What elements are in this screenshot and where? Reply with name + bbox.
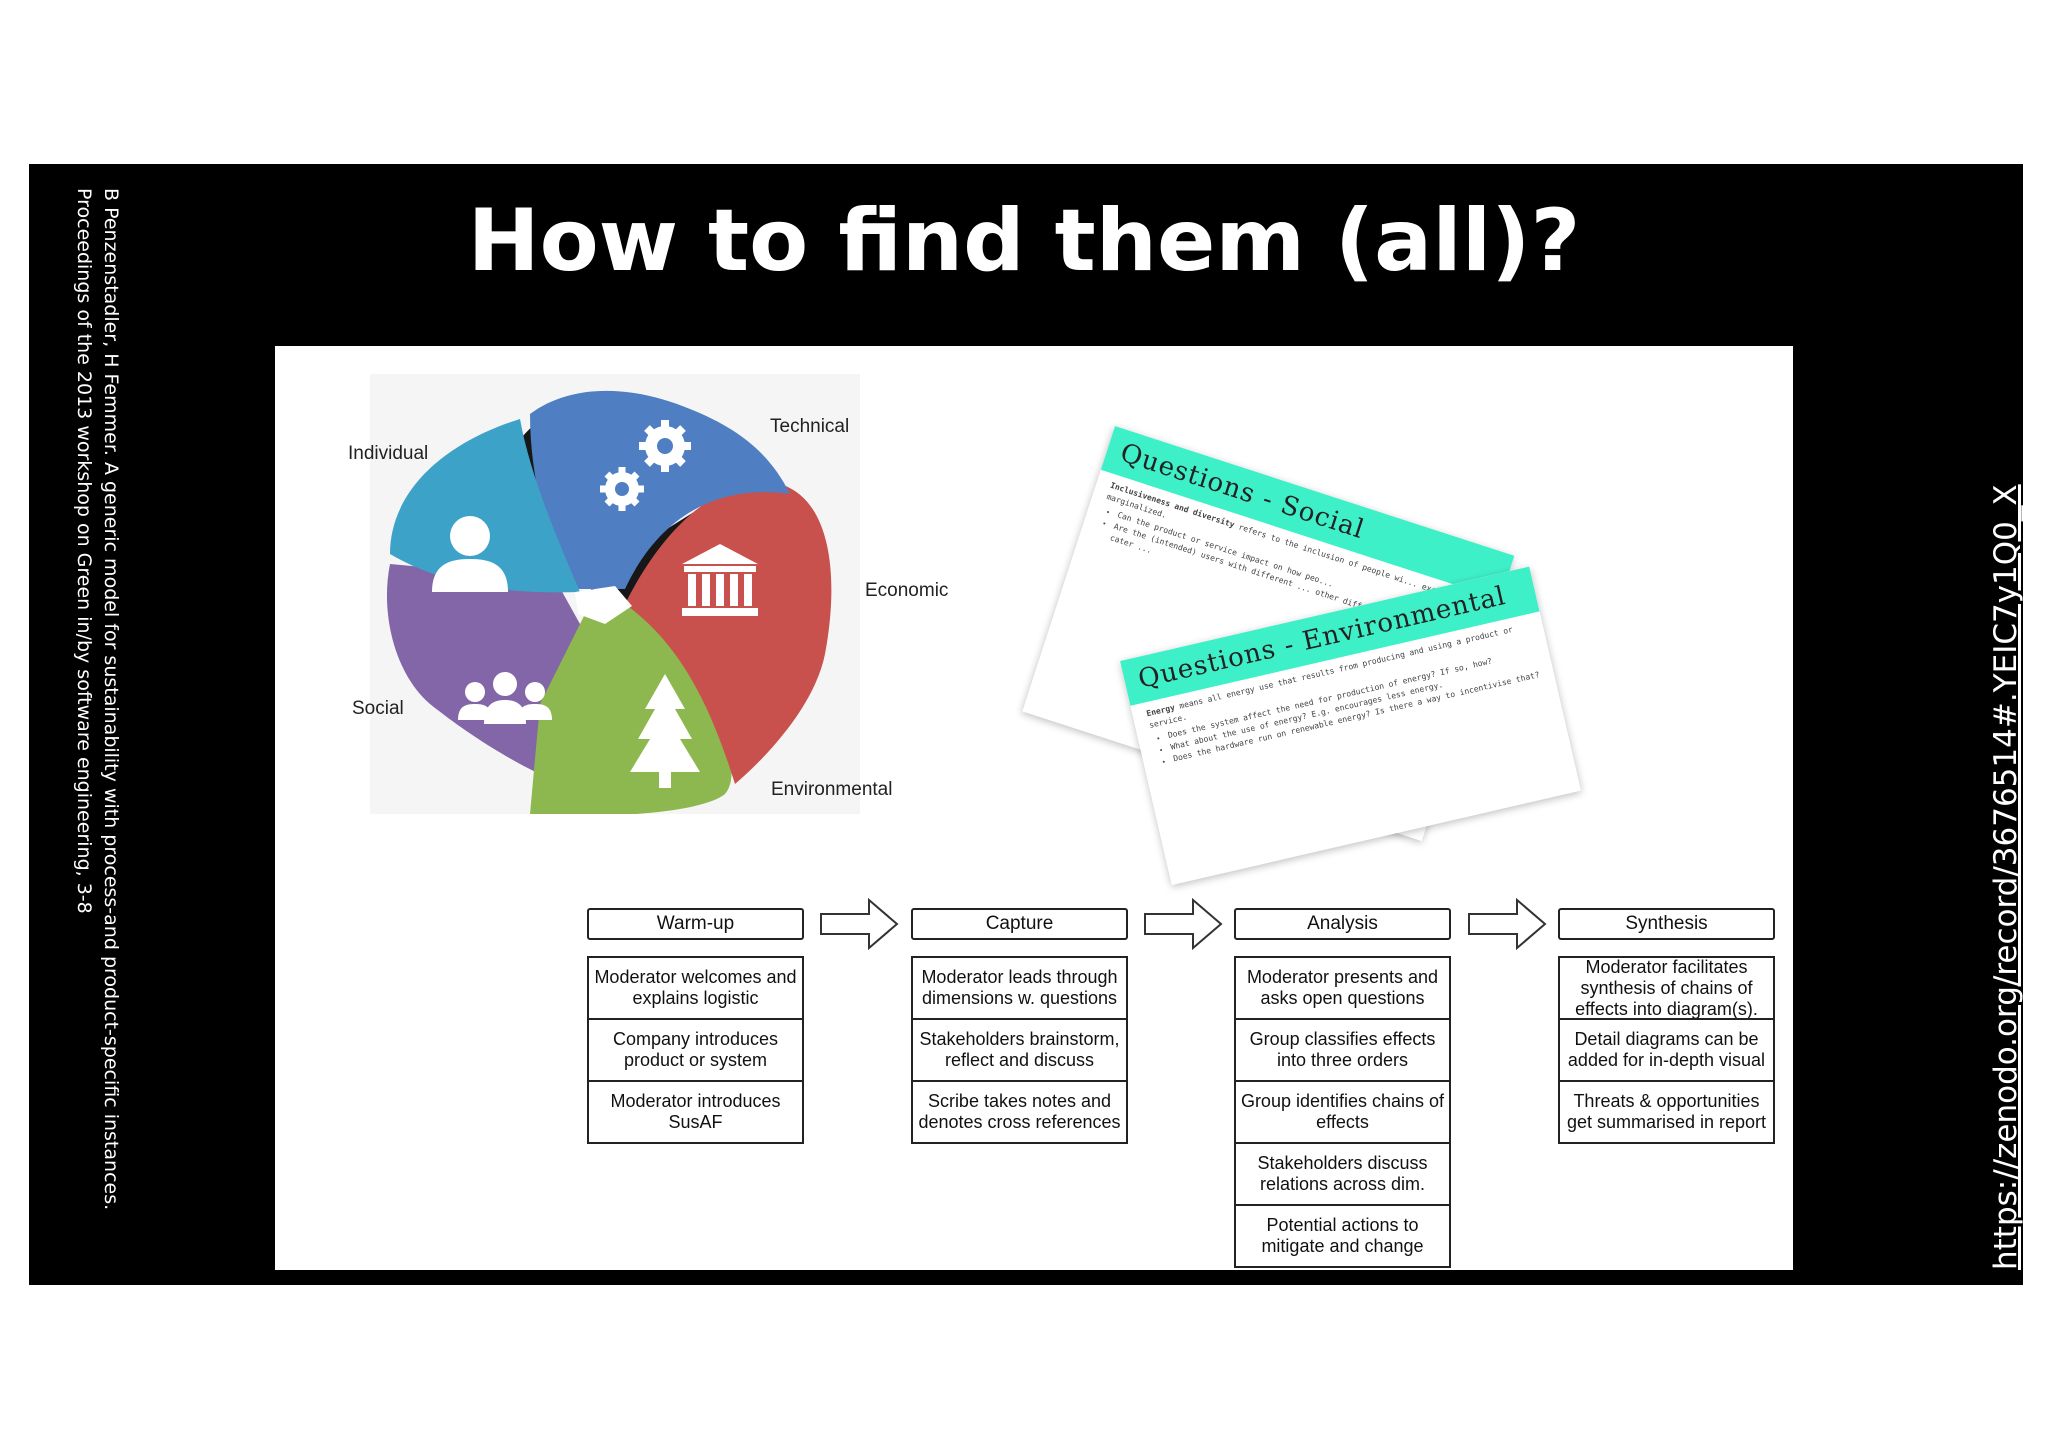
- slide-title: How to find them (all)?: [467, 191, 1581, 291]
- analysis-step: Group classifies effects into three orde…: [1234, 1018, 1451, 1082]
- warmup-step: Company introduces product or system: [587, 1018, 804, 1082]
- stage-synthesis: Synthesis: [1558, 908, 1775, 940]
- content-panel: Individual Technical Economic Social Env…: [275, 346, 1793, 1270]
- citation-line-2: Proceedings of the 2013 workshop on Gree…: [73, 188, 95, 914]
- synthesis-step: Moderator facilitates synthesis of chain…: [1558, 956, 1775, 1020]
- stage-warmup: Warm-up: [587, 908, 804, 940]
- bank-icon: [682, 544, 758, 616]
- source-link[interactable]: https://zenodo.org/record/3676514#.YEIC7…: [1988, 484, 2024, 1270]
- label-economic: Economic: [865, 580, 949, 601]
- arrow-right-icon: [1144, 898, 1223, 950]
- synthesis-step: Threats & opportunities get summarised i…: [1558, 1080, 1775, 1144]
- analysis-step: Group identifies chains of effects: [1234, 1080, 1451, 1144]
- arrow-right-icon: [1468, 898, 1547, 950]
- warmup-step: Moderator welcomes and explains logistic: [587, 956, 804, 1020]
- arrow-right-icon: [820, 898, 899, 950]
- citation: B Penzenstadler, H Femmer. A generic mod…: [60, 188, 124, 1211]
- stage-capture: Capture: [911, 908, 1128, 940]
- group-icon: [458, 672, 552, 724]
- citation-line-1: B Penzenstadler, H Femmer. A generic mod…: [100, 188, 122, 1211]
- synthesis-step: Detail diagrams can be added for in-dept…: [1558, 1018, 1775, 1082]
- analysis-step: Moderator presents and asks open questio…: [1234, 956, 1451, 1020]
- sustainability-wheel: [386, 390, 832, 814]
- gears-icon: [600, 420, 691, 511]
- individual-segment: [390, 419, 580, 593]
- label-social: Social: [352, 698, 404, 719]
- tree-icon: [630, 674, 700, 788]
- person-icon: [432, 516, 508, 592]
- capture-step: Scribe takes notes and denotes cross ref…: [911, 1080, 1128, 1144]
- label-technical: Technical: [770, 416, 850, 437]
- label-individual: Individual: [348, 443, 429, 464]
- label-environmental: Environmental: [771, 779, 893, 800]
- analysis-step: Potential actions to mitigate and change: [1234, 1204, 1451, 1268]
- warmup-step: Moderator introduces SusAF: [587, 1080, 804, 1144]
- analysis-step: Stakeholders discuss relations across di…: [1234, 1142, 1451, 1206]
- technical-segment: [530, 390, 790, 589]
- stage-analysis: Analysis: [1234, 908, 1451, 940]
- capture-step: Moderator leads through dimensions w. qu…: [911, 956, 1128, 1020]
- capture-step: Stakeholders brainstorm, reflect and dis…: [911, 1018, 1128, 1082]
- economic-segment: [625, 482, 832, 784]
